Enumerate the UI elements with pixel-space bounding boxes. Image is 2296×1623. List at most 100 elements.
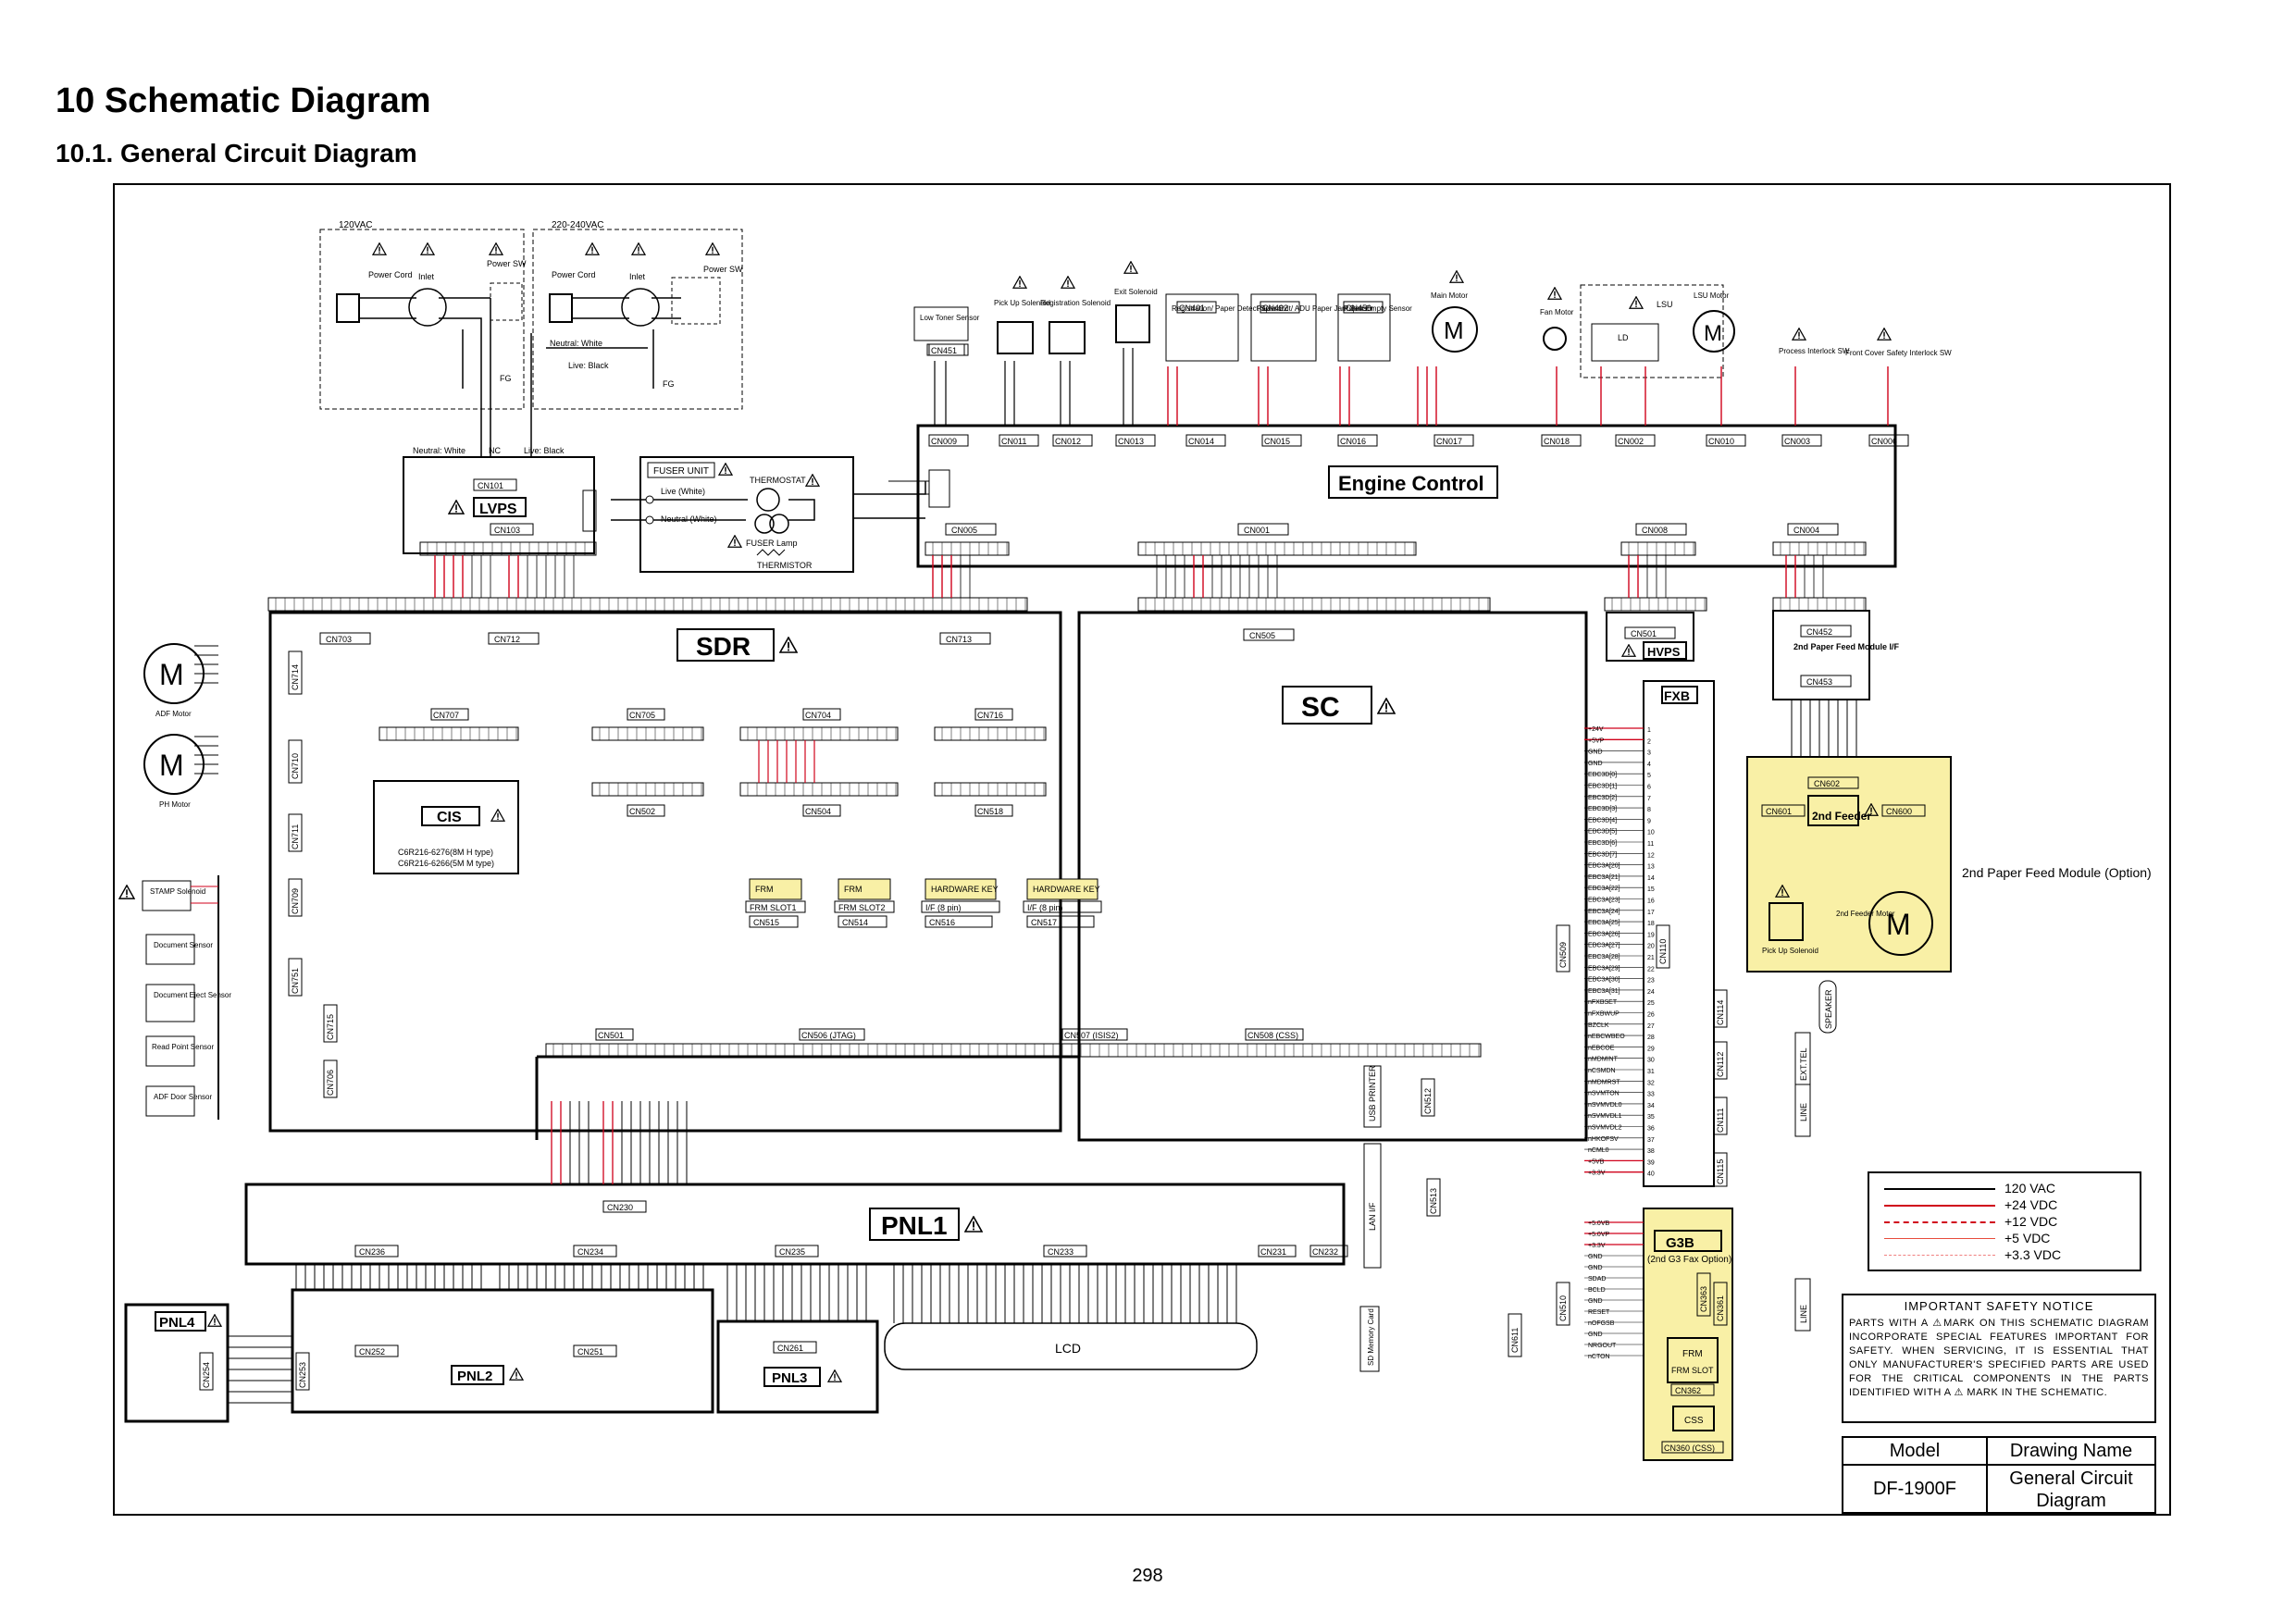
cn715-label: CN715 xyxy=(326,1014,335,1040)
reg-sensor-label: Registration/ Paper Detect Sensor xyxy=(1172,304,1285,313)
power-cord-label: Power Cord xyxy=(368,270,413,279)
g3b-signal: NRGOUT xyxy=(1588,1343,1617,1349)
fxb-signal: nCML0 xyxy=(1588,1147,1609,1154)
drawing-label: Drawing Name xyxy=(1988,1438,2154,1466)
svg-text:4: 4 xyxy=(1647,762,1651,768)
plug-icon xyxy=(336,293,360,323)
cn101-label: CN101 xyxy=(478,481,503,490)
cn714-label: CN714 xyxy=(291,664,300,690)
connector-label: CN006 xyxy=(1871,437,1897,446)
svg-text:22: 22 xyxy=(1647,966,1655,973)
warning-icon xyxy=(372,242,387,255)
switch-icon xyxy=(671,277,721,325)
g3b-frm-label: FRM xyxy=(1682,1349,1703,1359)
cn600-label: CN600 xyxy=(1886,807,1912,816)
pnl1-label: PNL1 xyxy=(881,1211,948,1240)
cn005-label: CN005 xyxy=(951,526,977,535)
svg-text:16: 16 xyxy=(1647,898,1655,905)
cn507-label: CN507 (ISIS2) xyxy=(1064,1031,1119,1040)
fxb-signal: EBC3A[25] xyxy=(1588,920,1620,926)
ac120-label: 120VAC xyxy=(339,220,373,230)
svg-text:12: 12 xyxy=(1647,852,1655,859)
legend-5v: +5 VDC xyxy=(2004,1231,2051,1245)
g3b-signal: +3.3V xyxy=(1588,1243,1606,1249)
fxb-signal: nFXBWUP xyxy=(1588,1011,1620,1018)
fxb-signal: nSVMTON xyxy=(1588,1091,1620,1097)
section-title: 10.1. General Circuit Diagram xyxy=(56,139,417,167)
lcd-panel xyxy=(884,1322,1258,1370)
cn232-label: CN232 xyxy=(1312,1247,1338,1257)
g3b-signal: +5.0VP xyxy=(1588,1232,1609,1238)
svg-text:36: 36 xyxy=(1647,1126,1655,1133)
svg-text:17: 17 xyxy=(1647,910,1655,916)
lsu-motor-icon xyxy=(1693,310,1735,353)
fxb-signal: EBC3D[1] xyxy=(1588,784,1617,790)
svg-text:27: 27 xyxy=(1647,1023,1655,1030)
adf-motor-label: ADF Motor xyxy=(155,710,192,718)
option-slot-label: I/F (8 pin) xyxy=(1027,903,1063,912)
cn112-label: CN112 xyxy=(1716,1052,1725,1077)
cn509-label: CN509 xyxy=(1558,942,1568,968)
fxb-signal: nFXBSET xyxy=(1588,999,1618,1006)
fxb-signal: EBC3D[3] xyxy=(1588,806,1617,812)
ph-motor-label: PH Motor xyxy=(159,800,191,809)
cn235-label: CN235 xyxy=(779,1247,805,1257)
feeder-pickup-label: Pick Up Solenoid xyxy=(1762,947,1818,955)
thermistor-icon xyxy=(756,549,786,556)
svg-text:18: 18 xyxy=(1647,921,1655,927)
g3b-signal: GND xyxy=(1588,1254,1603,1260)
connector-label: CN401 xyxy=(1179,304,1205,313)
fxb-signal: EBC3A[23] xyxy=(1588,898,1620,904)
process-sw-label: Process Interlock SW xyxy=(1779,347,1850,355)
inlet-label-2: Inlet xyxy=(629,272,646,281)
fxb-signal: BZCLK xyxy=(1588,1022,1609,1029)
svg-text:11: 11 xyxy=(1647,841,1654,848)
svg-text:9: 9 xyxy=(1647,818,1651,824)
svg-text:14: 14 xyxy=(1647,875,1655,882)
cn508-label: CN508 (CSS) xyxy=(1247,1031,1298,1040)
option-slot-label: I/F (8 pin) xyxy=(925,903,962,912)
connector-label: CN015 xyxy=(1264,437,1290,446)
stamp-label: STAMP Solenoid xyxy=(150,887,205,896)
cn231-label: CN231 xyxy=(1260,1247,1286,1257)
doc-sensor-label: Document Sensor xyxy=(154,941,213,949)
plug-icon xyxy=(549,293,573,323)
cn602-label: CN602 xyxy=(1814,779,1840,788)
main-motor-icon xyxy=(1432,306,1478,353)
warning-icon xyxy=(1621,644,1636,657)
connector-label: CN009 xyxy=(931,437,957,446)
connector-label: CN012 xyxy=(1055,437,1081,446)
pnl4-label: PNL4 xyxy=(159,1315,195,1331)
option-connector: CN517 xyxy=(1031,918,1057,927)
cn103-box xyxy=(490,523,534,536)
warning-icon xyxy=(827,1369,842,1382)
lvps-block xyxy=(403,456,595,554)
cn712-label: CN712 xyxy=(494,635,520,644)
reg-sol-label: Registration Solenoid xyxy=(1040,299,1111,307)
svg-text:1: 1 xyxy=(1647,727,1651,734)
g3b-label: G3B xyxy=(1666,1235,1694,1251)
cn007-box xyxy=(928,469,950,508)
feed-if-label: 2nd Paper Feed Module I/F xyxy=(1793,642,1900,651)
option-connector: CN514 xyxy=(842,918,868,927)
svg-text:35: 35 xyxy=(1647,1114,1655,1121)
cn103-label: CN103 xyxy=(494,526,520,535)
feeder-label: 2nd Feeder xyxy=(1812,810,1871,823)
title-block: Model Drawing Name DF-1900F General Circ… xyxy=(1842,1436,2156,1514)
option-name: FRM xyxy=(755,885,774,894)
svg-text:26: 26 xyxy=(1647,1012,1655,1019)
fxb-signal: GND xyxy=(1588,761,1603,767)
line-label-2: LINE xyxy=(1799,1305,1808,1323)
fxb-signal: GND xyxy=(1588,750,1603,756)
line-legend: 120 VAC +24 VDC +12 VDC +5 VDC +3.3 VDC xyxy=(1868,1171,2141,1271)
cis-block xyxy=(373,780,519,874)
lvps-live: Live: Black xyxy=(524,446,565,455)
cn452-label: CN452 xyxy=(1806,627,1832,637)
svg-text:M: M xyxy=(1444,316,1464,344)
lvps-label-box xyxy=(473,497,527,517)
option-slot xyxy=(838,878,891,900)
main-motor-label: Main Motor xyxy=(1431,291,1468,300)
fxb-signal: EBC3D[2] xyxy=(1588,795,1617,801)
fxb-signal: EBC3A[28] xyxy=(1588,954,1620,960)
feeder-motor-icon xyxy=(1868,891,1933,956)
